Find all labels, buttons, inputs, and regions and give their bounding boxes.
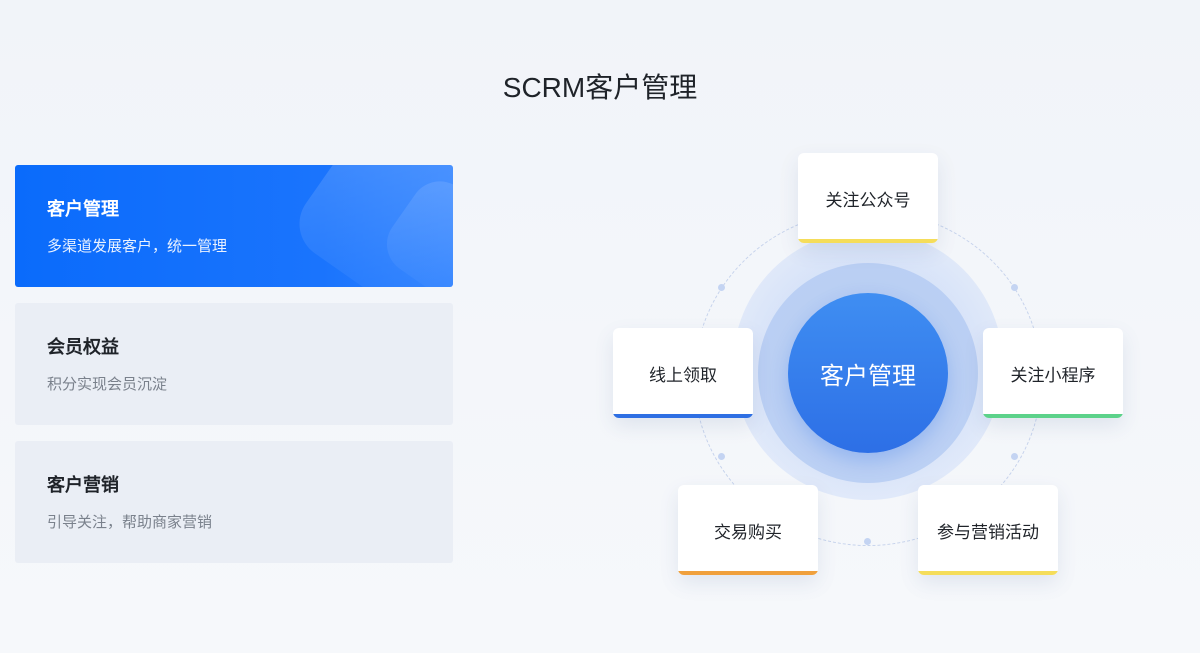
node-online-claim: 线上领取 — [613, 328, 753, 418]
tab-desc: 引导关注，帮助商家营销 — [47, 513, 213, 531]
orbit-dot — [718, 284, 725, 291]
tab-title: 客户管理 — [47, 199, 119, 220]
center-circle: 客户管理 — [788, 293, 948, 453]
node-follow-official-account: 关注公众号 — [798, 153, 938, 243]
orbit-dot — [718, 453, 725, 460]
node-accent-bar — [918, 571, 1058, 575]
node-follow-mini-program: 关注小程序 — [983, 328, 1123, 418]
node-label: 关注小程序 — [1010, 365, 1096, 386]
customer-flow-diagram: 客户管理 关注公众号 关注小程序 参与营销活动 交易购买 线上领取 — [600, 140, 1140, 600]
tab-desc: 多渠道发展客户，统一管理 — [47, 237, 228, 255]
page-title: SCRM客户管理 — [502, 72, 698, 103]
node-label: 参与营销活动 — [937, 522, 1039, 543]
node-join-marketing-activity: 参与营销活动 — [918, 485, 1058, 575]
tab-customer-marketing[interactable]: 客户营销 引导关注，帮助商家营销 — [15, 441, 453, 563]
tab-title: 会员权益 — [47, 337, 119, 358]
tab-member-benefits[interactable]: 会员权益 积分实现会员沉淀 — [15, 303, 453, 425]
node-label: 交易购买 — [714, 522, 782, 543]
node-accent-bar — [678, 571, 818, 575]
node-accent-bar — [983, 414, 1123, 418]
node-accent-bar — [798, 239, 938, 243]
orbit-dot — [1011, 453, 1018, 460]
orbit-dot — [1011, 284, 1018, 291]
node-label: 关注公众号 — [825, 190, 911, 211]
tab-customer-management[interactable]: 客户管理 多渠道发展客户，统一管理 — [15, 165, 453, 287]
node-label: 线上领取 — [649, 365, 717, 386]
tab-title: 客户营销 — [47, 475, 119, 496]
node-accent-bar — [613, 414, 753, 418]
tab-desc: 积分实现会员沉淀 — [47, 375, 168, 393]
node-purchase: 交易购买 — [678, 485, 818, 575]
orbit-dot — [864, 538, 871, 545]
